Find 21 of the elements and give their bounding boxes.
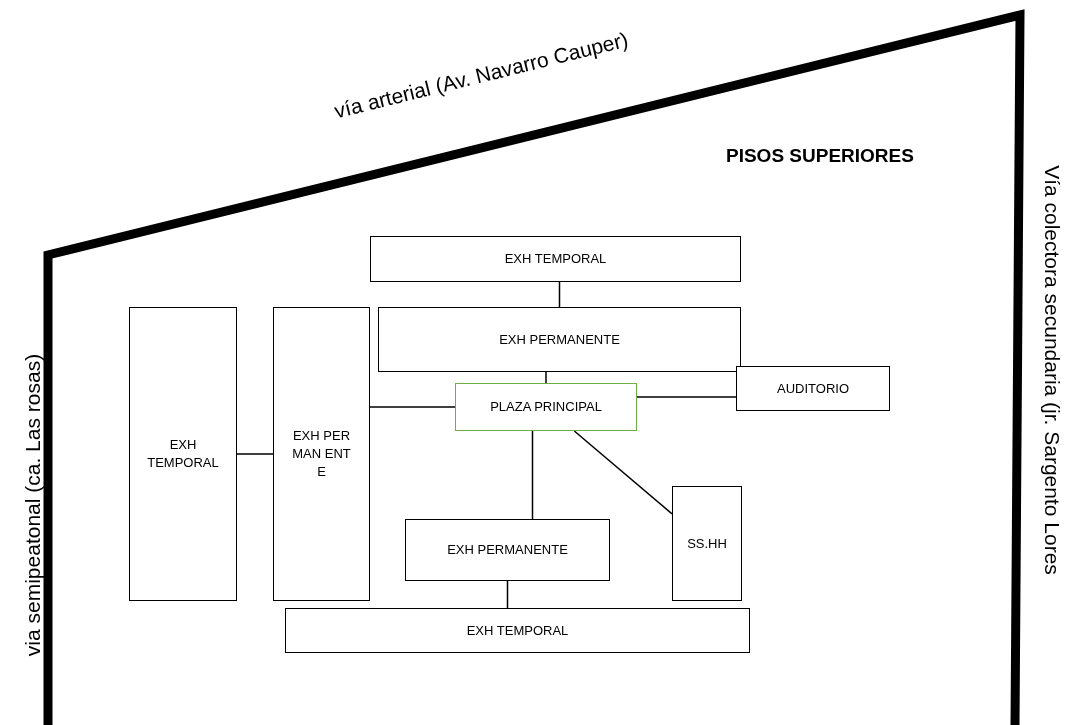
room-box: EXH TEMPORAL (370, 236, 741, 282)
room-box: SS.HH (672, 486, 742, 601)
connector-line (369, 406, 456, 408)
connector-line (506, 580, 509, 609)
room-box: AUDITORIO (736, 366, 890, 411)
plaza-box: PLAZA PRINCIPAL (455, 383, 637, 431)
connector-line (545, 371, 547, 384)
street-label: vía arterial (Av. Navarro Cauper) (332, 27, 631, 124)
plan-title: PISOS SUPERIORES (726, 145, 914, 167)
connector-line (531, 430, 534, 520)
room-box: EXH TEMPORAL (285, 608, 750, 653)
connector-line (236, 453, 274, 455)
connector-line (573, 430, 673, 515)
room-box: EXH TEMPORAL (129, 307, 237, 601)
room-box: EXH PERMANENTE (378, 307, 741, 372)
connector-line (636, 396, 737, 398)
street-label: via semipeatonal (ca. Las rosas) (21, 353, 46, 657)
street-label: Vía colectora secundaria (jr. Sargento Lores (1039, 165, 1064, 575)
room-box: EXH PERMANENTE (405, 519, 610, 581)
room-box: EXH PERMAN ENTE (273, 307, 370, 601)
connector-line (558, 281, 561, 308)
